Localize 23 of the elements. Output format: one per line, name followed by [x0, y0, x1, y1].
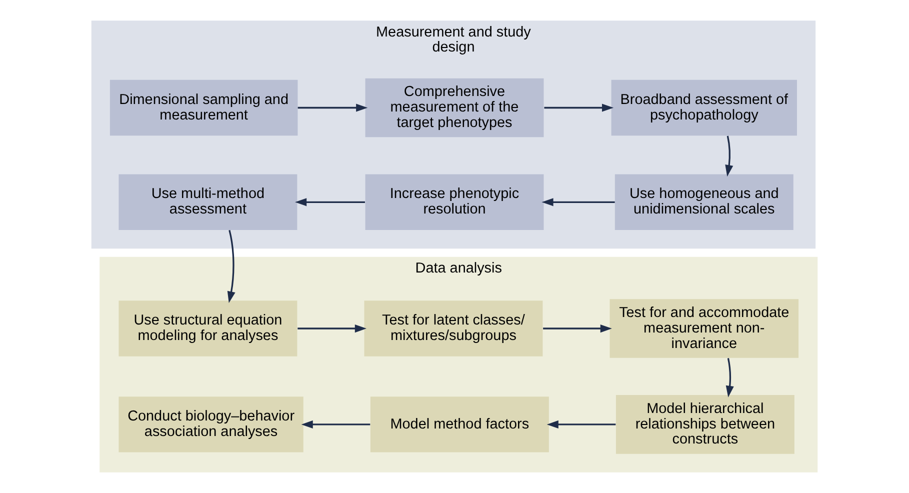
arrow: [543, 324, 612, 333]
node-box: Use multi-method assessment: [118, 174, 298, 230]
arrow: [544, 104, 614, 112]
node-box: Model hierarchical relationships between constructs: [616, 395, 794, 454]
node-box: Broadband assessment of psychopathology: [611, 80, 797, 136]
node-box: Conduct biology–behavior association analyses: [118, 396, 304, 452]
arrow: [298, 324, 366, 333]
node-box: Test for latent classes/ mixtures/subgroups: [364, 300, 543, 356]
arrow: [295, 198, 365, 206]
arrow: [546, 420, 616, 428]
arrow: [227, 230, 236, 303]
node-box: Increase phenotypic resolution: [365, 174, 544, 230]
arrow: [301, 420, 370, 428]
arrow: [726, 358, 734, 398]
arrow: [725, 136, 734, 177]
node-box: Model method factors: [370, 396, 549, 452]
node-box: Use homogeneous and unidimensional scales: [614, 174, 794, 230]
node-box: Use structural equation modeling for analyses: [118, 300, 298, 356]
node-box: Dimensional sampling and measurement: [110, 80, 298, 136]
node-box: Test for and accommodate measurement non-invariance: [610, 299, 799, 358]
arrow: [298, 104, 368, 112]
node-box: Comprehensive measurement of the target phenotypes: [365, 78, 544, 138]
arrow: [542, 198, 615, 206]
